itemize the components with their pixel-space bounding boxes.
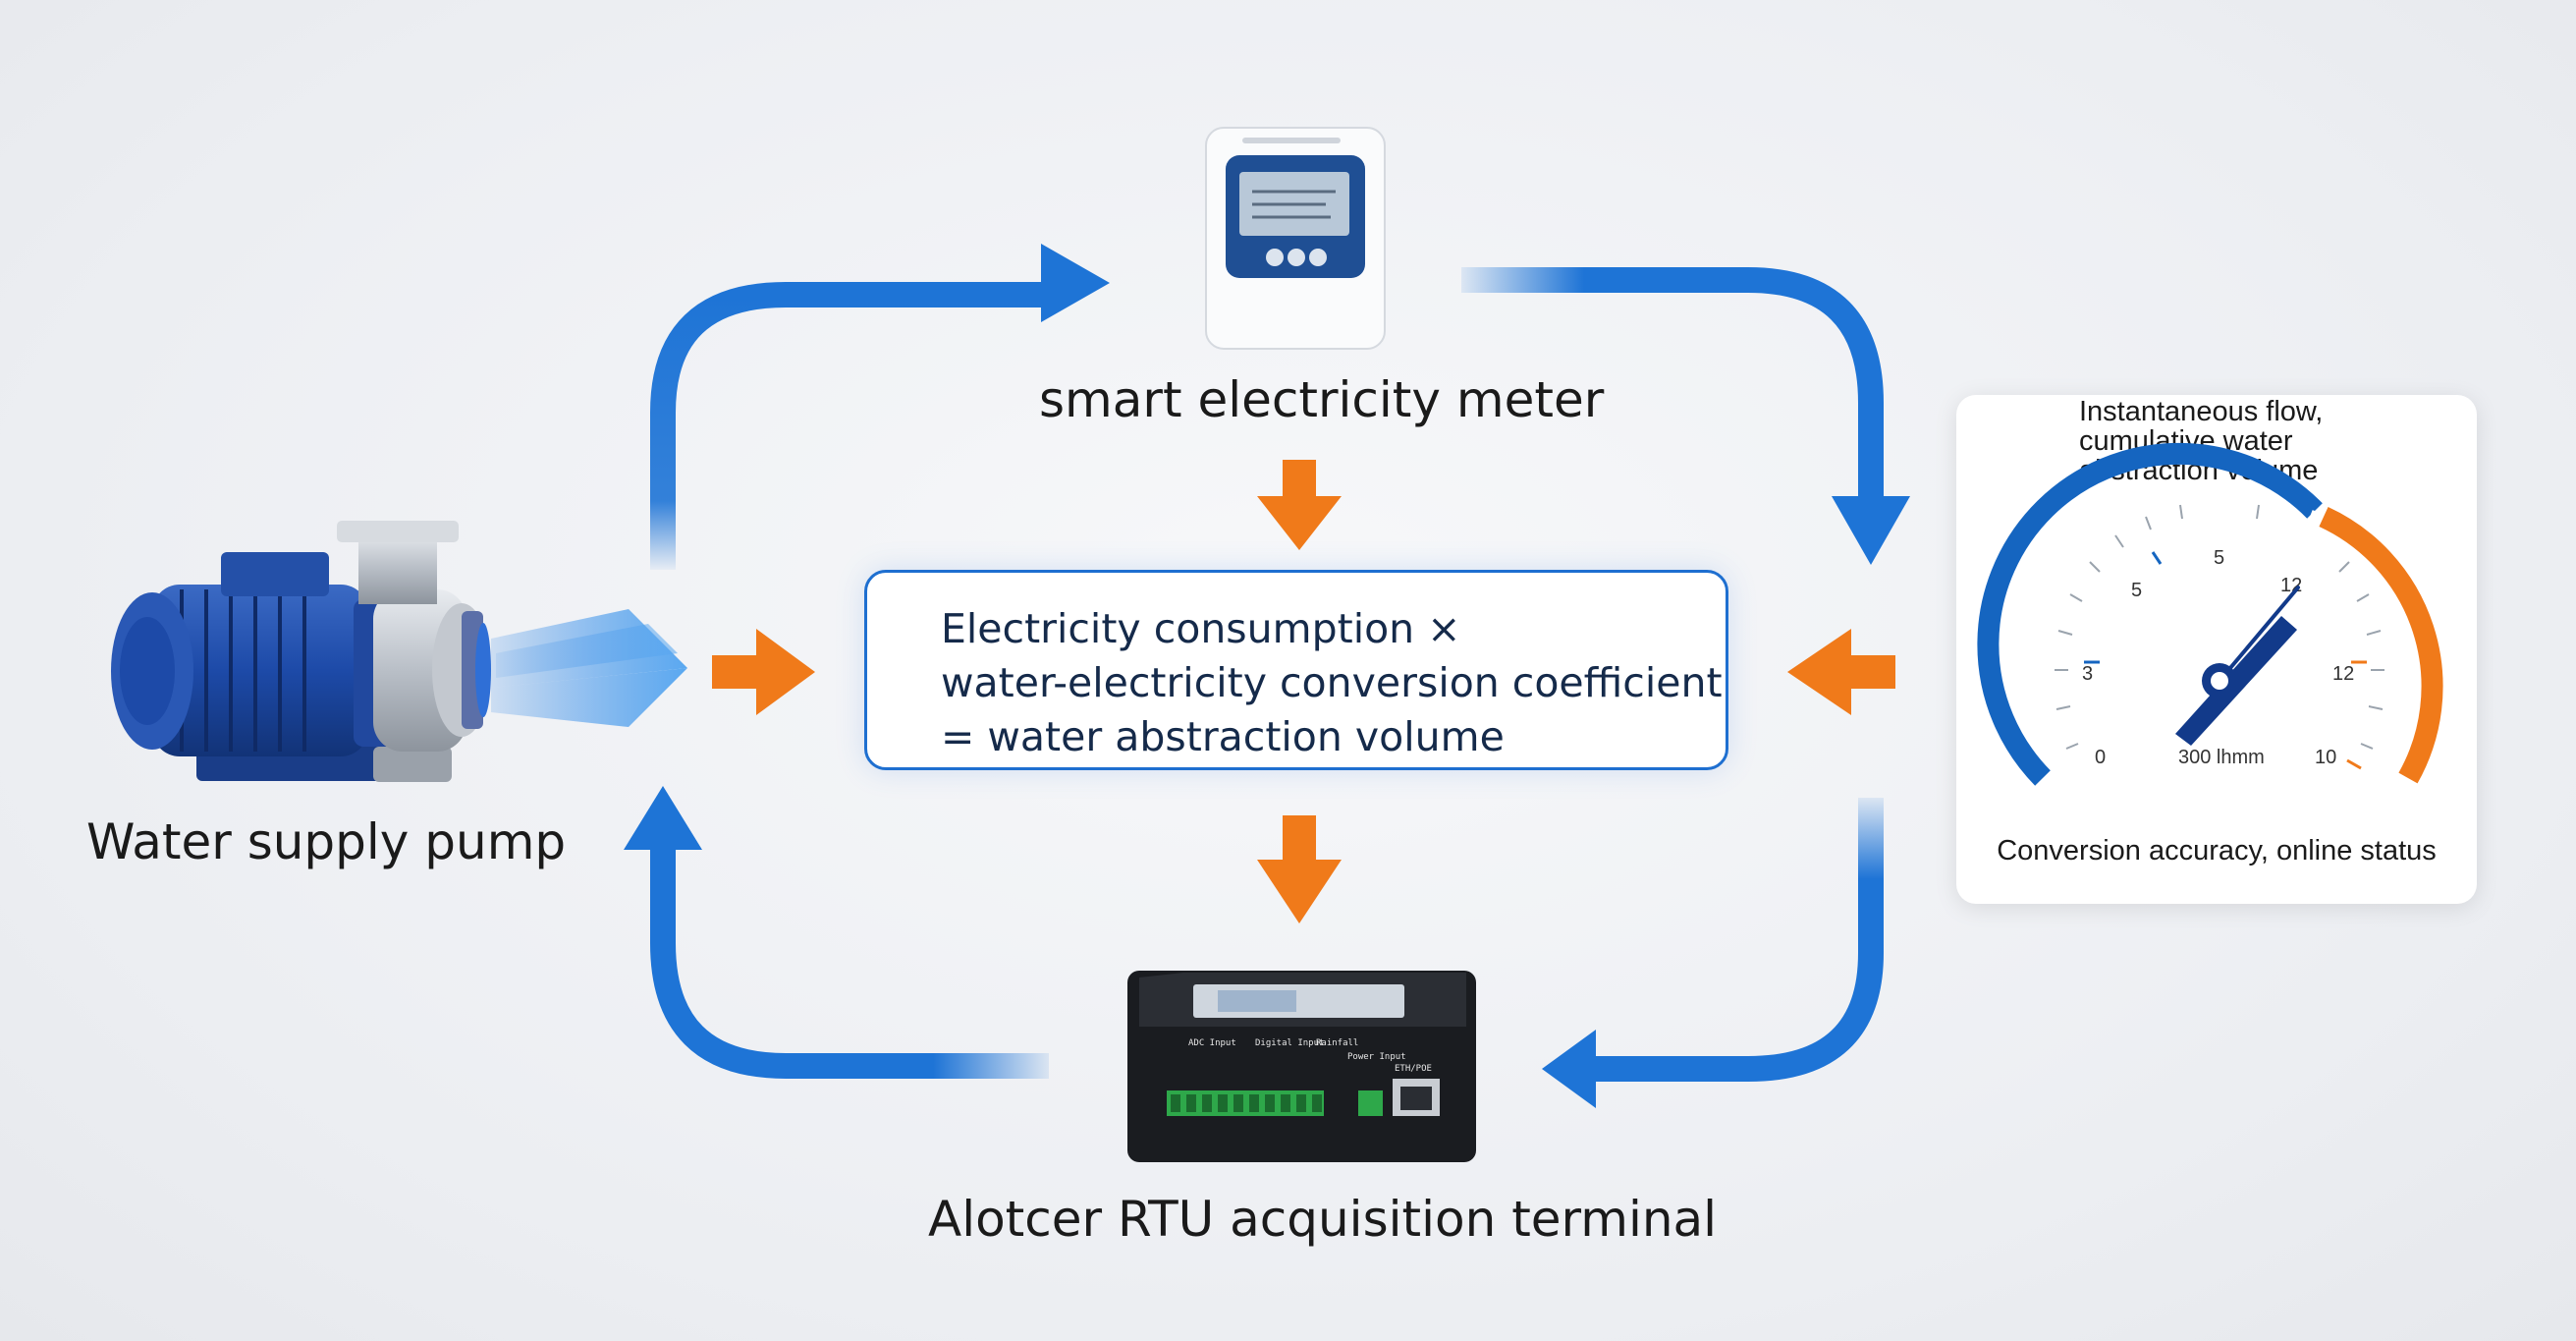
gauge-arc-blue: [1977, 442, 2323, 786]
gauge-tick-12b: 12: [2332, 663, 2354, 685]
gauge-title-line-1: Instantaneous flow,: [2079, 396, 2324, 427]
gauge-tick-5a: 5: [2131, 580, 2142, 601]
arrowhead-up-left: [624, 786, 702, 850]
orange-arrow-right-from-pump: [712, 629, 815, 715]
rtu-label-eth: ETH/POE: [1395, 1064, 1432, 1074]
flow-arrow-rtu-to-pump: [650, 840, 1049, 1079]
gauge-center-readout: 300 lhmm: [2178, 747, 2265, 768]
rtu-label-power: Power Input: [1347, 1052, 1406, 1062]
rtu-label-rainfall: Rainfall: [1316, 1038, 1358, 1048]
smart-meter-image: [1205, 127, 1386, 350]
gauge-tick-10: 10: [2315, 747, 2336, 768]
formula-line-3: = water abstraction volume: [941, 713, 1505, 760]
gauge-minor-ticks: [2055, 504, 2384, 750]
arrowhead-to-meter: [1041, 244, 1110, 322]
gauge-tick-3: 3: [2082, 663, 2093, 685]
arrowhead-to-rtu: [1542, 1030, 1596, 1108]
rtu-terminal-image: ADC Input Digital Input Rainfall Power I…: [1127, 971, 1476, 1162]
flow-arrow-right-to-rtu: [1581, 798, 1884, 1082]
gauge-tick-5b: 5: [2214, 547, 2224, 569]
water-pump-image: [111, 521, 491, 782]
gauge-footer: Conversion accuracy, online status: [1997, 835, 2437, 866]
gauge-arc-orange: [2319, 507, 2443, 784]
meter-label: smart electricity meter: [1039, 371, 1605, 428]
pump-label: Water supply pump: [86, 813, 567, 870]
orange-arrow-left-from-gauge: [1787, 629, 1895, 715]
orange-arrow-down-from-meter: [1257, 460, 1342, 550]
flow-arrow-meter-to-right: [1461, 267, 1884, 501]
gauge-tick-0: 0: [2095, 747, 2106, 768]
formula-line-2: water-electricity conversion coefficient: [941, 659, 1723, 706]
formula-box: Electricity consumption × water-electric…: [864, 570, 1728, 770]
water-jet: [491, 609, 687, 727]
rtu-label-adc: ADC Input: [1188, 1038, 1236, 1048]
orange-arrow-down-to-rtu: [1257, 815, 1342, 923]
gauge-card: Instantaneous flow, cumulative water abs…: [1956, 395, 2477, 904]
rtu-label: Alotcer RTU acquisition terminal: [928, 1191, 1718, 1248]
arrowhead-down-right: [1832, 496, 1910, 565]
gauge-dial: 0 3 5 5 12 12 10 300 lhmm: [1977, 442, 2443, 786]
rtu-label-digital: Digital Input: [1255, 1038, 1324, 1048]
formula-line-1: Electricity consumption ×: [941, 605, 1461, 652]
flow-arrow-pump-to-meter: [650, 282, 1056, 570]
